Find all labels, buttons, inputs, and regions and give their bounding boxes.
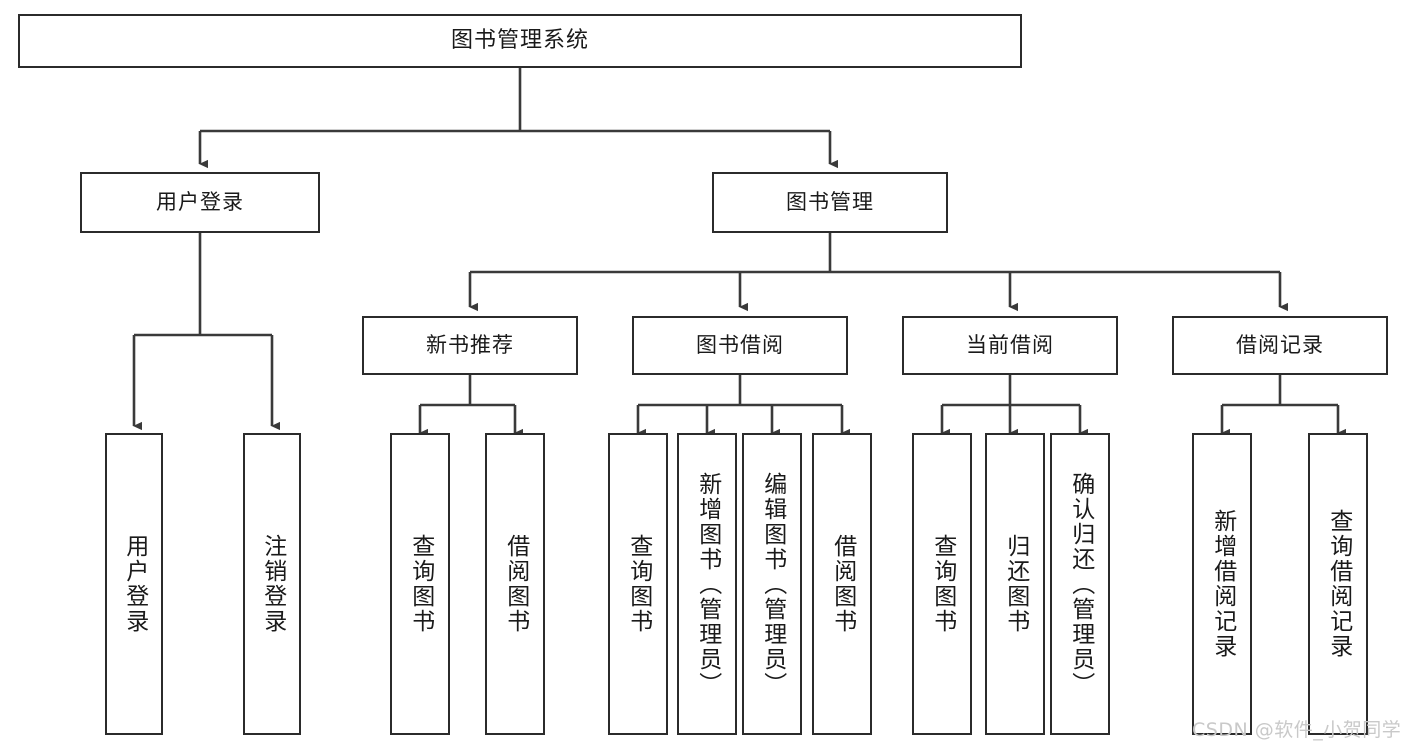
csdn-watermark: CSDN @软件_小贺同学 [1192, 719, 1402, 741]
node-root-book-management-system[interactable]: 图书管理系统 [18, 14, 1022, 68]
node-label: 查询图书 [407, 534, 434, 634]
leaf-user-login-login[interactable]: 用户登录 [105, 433, 163, 735]
node-label: 图书管理 [786, 189, 874, 214]
node-label: 新书推荐 [426, 332, 514, 357]
node-label: 当前借阅 [966, 332, 1054, 357]
leaf-current-borrow-return-book[interactable]: 归还图书 [985, 433, 1045, 735]
node-label: 用户登录 [121, 534, 148, 634]
node-label: 查询图书 [625, 534, 652, 634]
leaf-user-login-logout[interactable]: 注销登录 [243, 433, 301, 735]
leaf-current-borrow-query-book[interactable]: 查询图书 [912, 433, 972, 735]
leaf-book-borrow-borrow-book[interactable]: 借阅图书 [812, 433, 872, 735]
leaf-book-borrow-query-book[interactable]: 查询图书 [608, 433, 668, 735]
node-borrow-record[interactable]: 借阅记录 [1172, 316, 1388, 375]
node-label: 编辑图书（管理员） [759, 471, 786, 697]
node-label: 图书管理系统 [450, 27, 589, 53]
leaf-borrow-record-query-record[interactable]: 查询借阅记录 [1308, 433, 1368, 735]
leaf-new-book-query-book[interactable]: 查询图书 [390, 433, 450, 735]
node-label: 新增借阅记录 [1209, 509, 1236, 659]
node-label: 注销登录 [259, 534, 286, 634]
leaf-current-borrow-confirm-return-admin[interactable]: 确认归还（管理员） [1050, 433, 1110, 735]
node-current-borrow[interactable]: 当前借阅 [902, 316, 1118, 375]
node-label: 图书借阅 [696, 332, 784, 357]
node-label: 用户登录 [156, 189, 244, 214]
node-label: 新增图书（管理员） [694, 471, 721, 697]
node-label: 确认归还（管理员） [1067, 471, 1094, 697]
node-label: 归还图书 [1002, 534, 1029, 634]
node-book-borrow[interactable]: 图书借阅 [632, 316, 848, 375]
node-new-book-recommend[interactable]: 新书推荐 [362, 316, 578, 375]
leaf-book-borrow-add-book-admin[interactable]: 新增图书（管理员） [677, 433, 737, 735]
node-user-login[interactable]: 用户登录 [80, 172, 320, 233]
leaf-new-book-borrow-book[interactable]: 借阅图书 [485, 433, 545, 735]
leaf-book-borrow-edit-book-admin[interactable]: 编辑图书（管理员） [742, 433, 802, 735]
node-book-management[interactable]: 图书管理 [712, 172, 948, 233]
leaf-borrow-record-add-record[interactable]: 新增借阅记录 [1192, 433, 1252, 735]
node-label: 借阅图书 [829, 534, 856, 634]
node-label: 借阅记录 [1236, 332, 1324, 357]
node-label: 借阅图书 [502, 534, 529, 634]
node-label: 查询图书 [929, 534, 956, 634]
node-label: 查询借阅记录 [1325, 509, 1352, 659]
